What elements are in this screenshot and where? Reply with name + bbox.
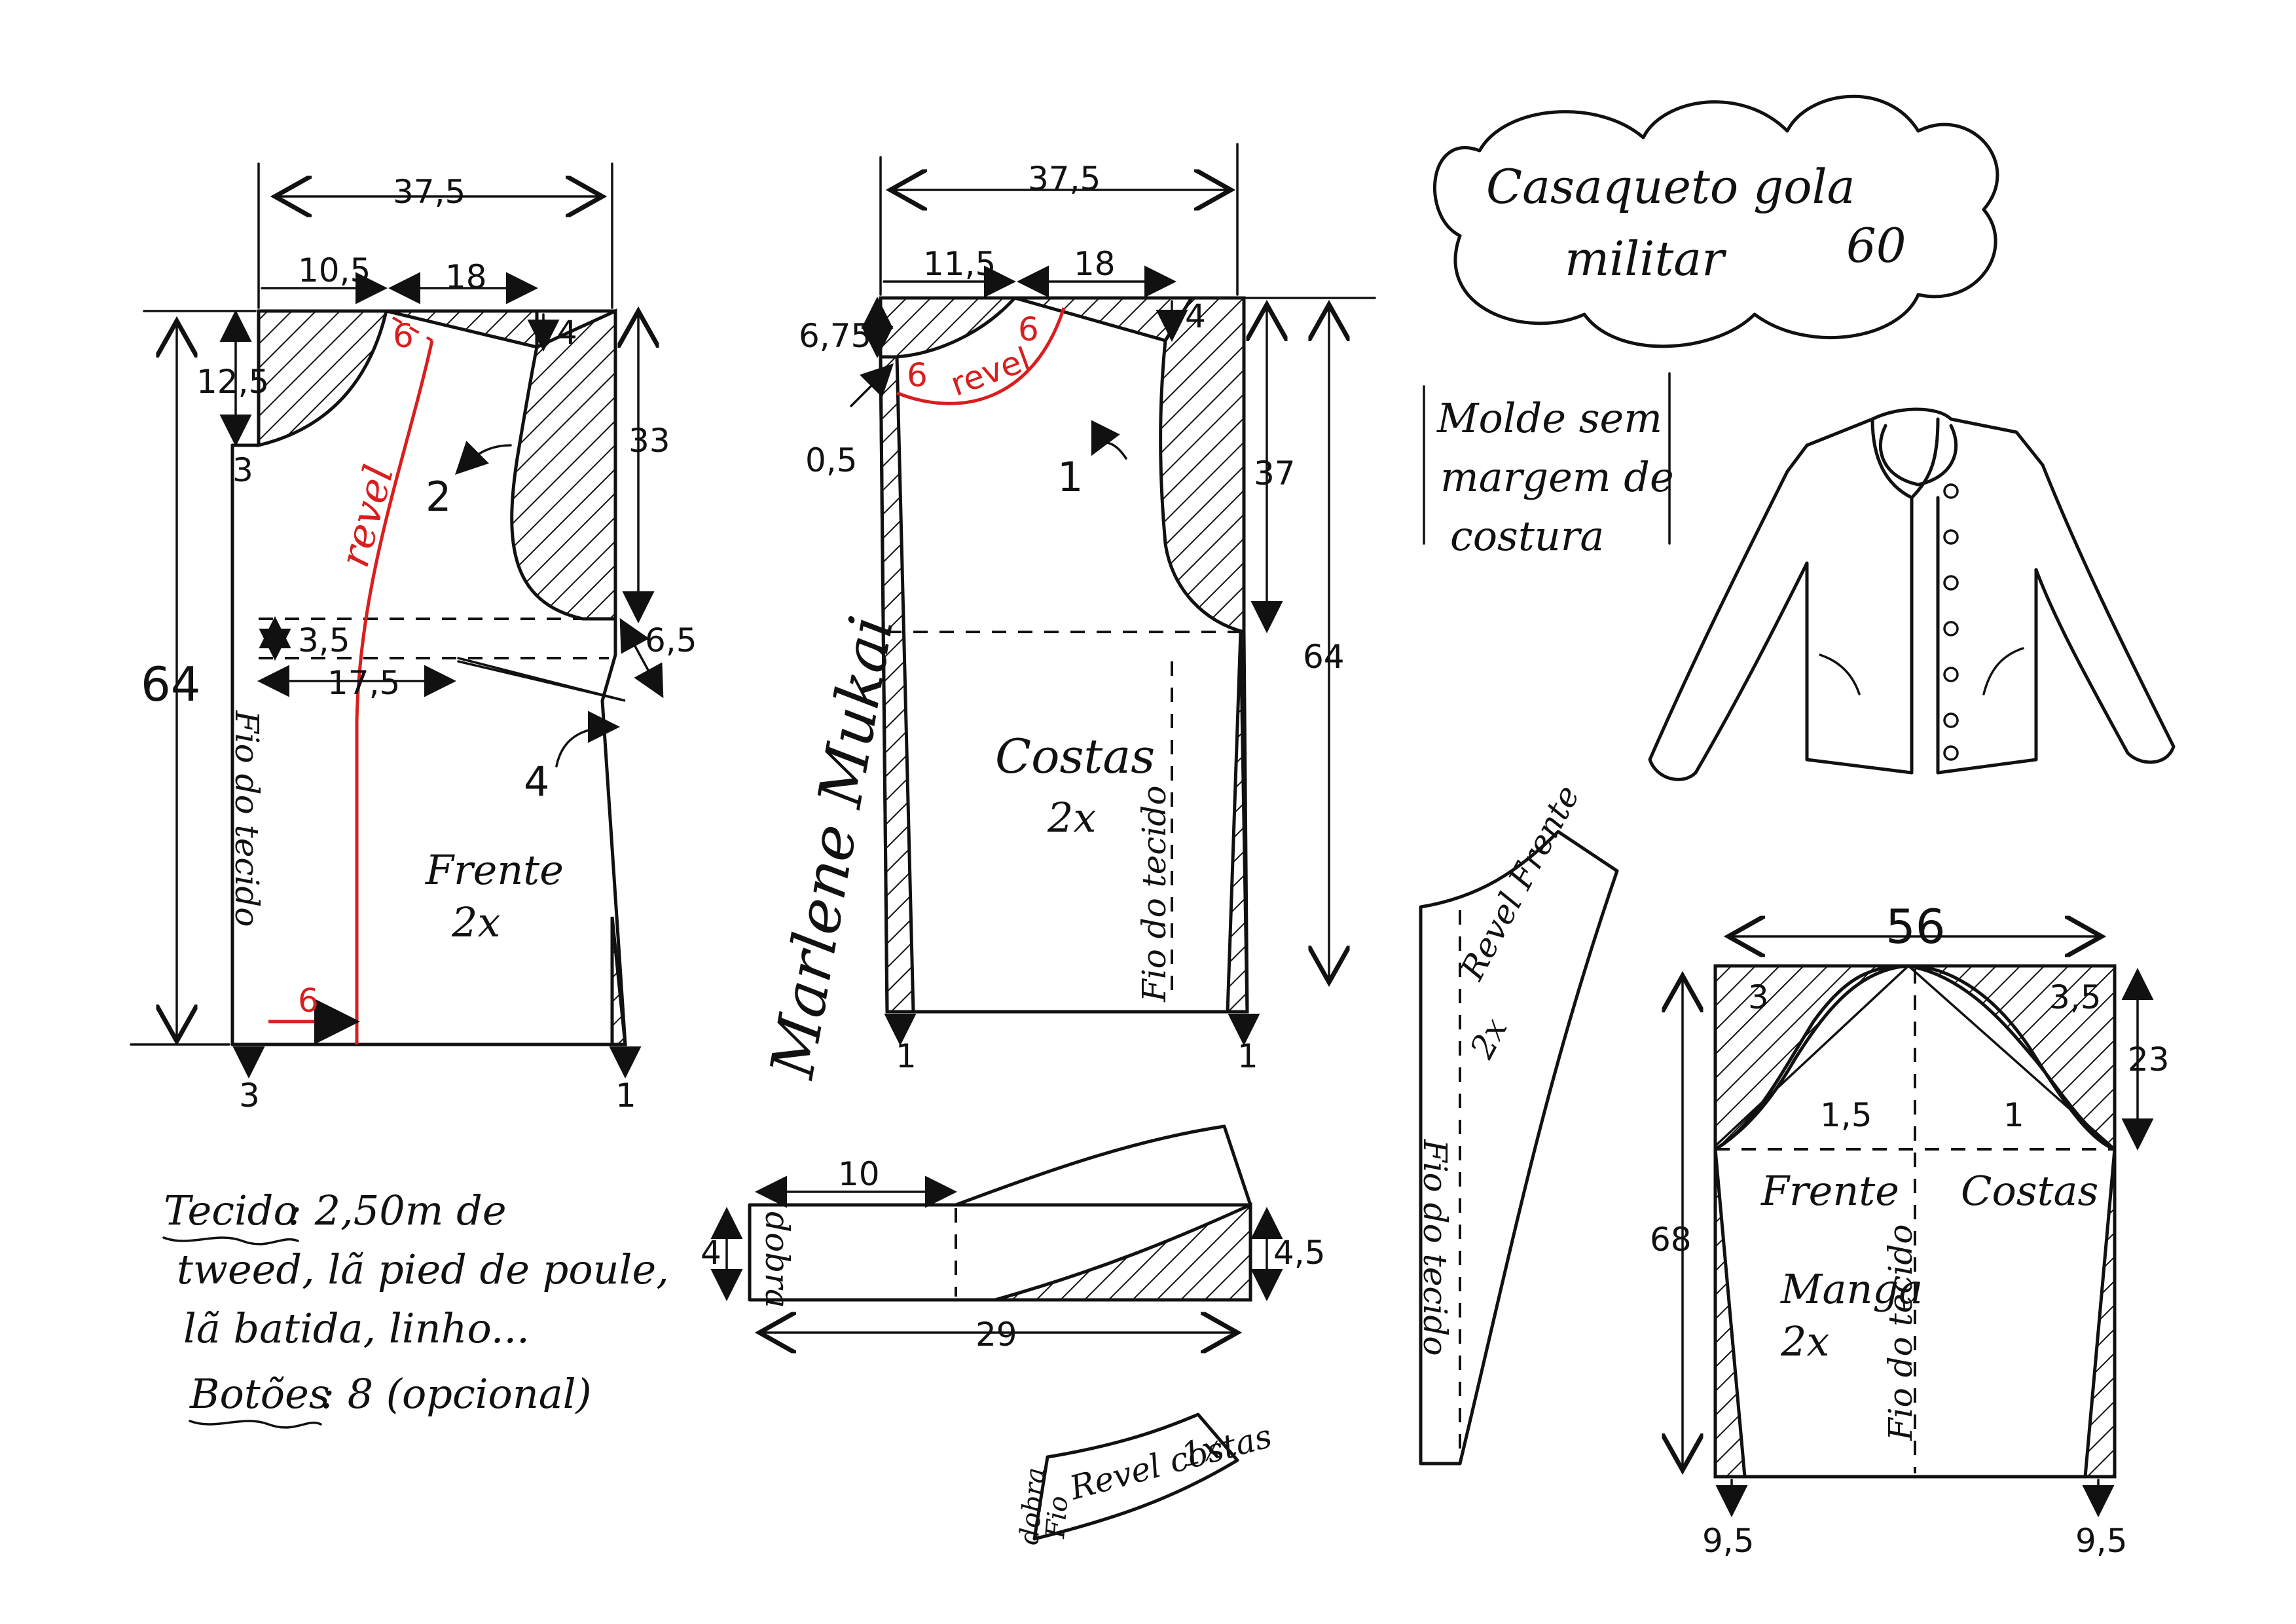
title-line1: Casaqueto gola (1486, 159, 1855, 214)
front-neck: 10,5 (298, 251, 371, 289)
front-facing-width: 6 (298, 982, 319, 1020)
collar-bottom: 29 (975, 1316, 1017, 1354)
front-shoulder: 18 (445, 258, 487, 296)
cloud-outline (1432, 94, 1999, 348)
front-facing-grain: Fio do tecido (1416, 1139, 1454, 1356)
sleeve-length: 68 (1650, 1221, 1692, 1259)
front-dart-pos: 17,5 (327, 664, 400, 702)
back-facing-piece: Revel costas 1x dobra Fio (1014, 1412, 1276, 1546)
back-armhole: 37 (1254, 454, 1296, 492)
back-neck-drop: 6,75 (799, 317, 871, 355)
sleeve-cap-height: 23 (2128, 1041, 2170, 1079)
back-facing-label: revel (945, 340, 1035, 403)
front-waist: 3,5 (298, 621, 350, 659)
buttons-text: : 8 (opcional) (321, 1370, 592, 1418)
fabric-text2: tweed, lã pied de poule, (177, 1246, 669, 1293)
sleeve-piece: 56 3 3,5 1,5 1 23 68 9,5 9,5 Frente Cost… (1650, 899, 2170, 1560)
back-grain: Fio do tecido (1135, 786, 1173, 1003)
fabric-text1: : 2,50m de (288, 1187, 507, 1234)
back-count: 2x (1047, 794, 1096, 841)
back-mark-1: 1 (1057, 453, 1083, 501)
title-cloud: Casaqueto gola militar 60 (1432, 94, 1999, 348)
seam-note: Molde sem margem de costura (1423, 372, 1674, 560)
front-piece: revel 6 6 37,5 10,5 18 12,5 4 33 64 3,5 … (130, 162, 697, 1115)
back-width: 37,5 (1028, 160, 1101, 198)
back-offset: 0,5 (805, 441, 858, 479)
front-shoulder-drop: 4 (556, 314, 577, 352)
title-line2: militar (1565, 231, 1726, 286)
fabric-label: Tecido (164, 1187, 298, 1234)
front-armhole: 33 (629, 422, 670, 460)
sleeve-name: Manga (1780, 1265, 1923, 1313)
title-size: 60 (1846, 218, 1906, 273)
front-facing-piece: Revel Frente 2x Fio do tecido (1416, 779, 1619, 1466)
front-width: 37,5 (393, 173, 465, 211)
front-mark-3: 3 (232, 451, 253, 489)
collar-fold: dobra (758, 1211, 796, 1308)
sleeve-grain: Fio do tecido (1882, 1225, 1920, 1441)
front-neck-drop: 12,5 (196, 363, 269, 401)
sleeve-cap-low-l: 1,5 (1820, 1096, 1872, 1134)
back-shoulder-drop: 4 (1185, 297, 1206, 335)
back-piece: revel 6 6 37,5 11,5 18 6,75 4 37 64 0,5 … (799, 143, 1376, 1075)
front-length: 64 (141, 657, 201, 712)
front-bottom-left: 3 (239, 1077, 260, 1115)
front-facing-top: 6 (393, 317, 414, 355)
collar-right: 4,5 (1273, 1234, 1326, 1272)
note-line1: Molde sem (1436, 394, 1662, 442)
front-dart-depth: 6,5 (645, 621, 697, 659)
note-line2: margem de (1440, 453, 1674, 501)
back-name: Costas (995, 729, 1155, 784)
front-bottom-right: 1 (615, 1077, 636, 1115)
front-mark-4: 4 (524, 758, 549, 805)
back-bottom-left: 1 (896, 1037, 917, 1075)
collar-piece: 10 4 dobra 29 4,5 (701, 1124, 1326, 1354)
back-facing-b: 6 (1018, 310, 1039, 348)
back-shoulder: 18 (1074, 245, 1116, 283)
collar-height: 4 (701, 1234, 721, 1272)
front-mark-2: 2 (426, 473, 451, 521)
back-neck: 11,5 (923, 245, 996, 283)
front-facing-count: 2x (1463, 1012, 1515, 1065)
sleeve-front: Frente (1760, 1167, 1899, 1215)
front-grain: Fio do tecido (228, 710, 266, 927)
sleeve-cap-left: 3 (1748, 978, 1769, 1016)
materials-note: Tecido : 2,50m de tweed, lã pied de poul… (162, 1187, 669, 1429)
note-line3: costura (1450, 512, 1604, 560)
back-length: 64 (1303, 638, 1345, 676)
back-facing-fold: dobra (1014, 1466, 1051, 1546)
fabric-text3: lã batida, linho... (183, 1304, 530, 1352)
collar-top: 10 (838, 1155, 880, 1193)
front-facing-label: revel (330, 460, 403, 572)
front-count: 2x (451, 898, 500, 946)
sleeve-count: 2x (1780, 1318, 1829, 1365)
back-facing-a: 6 (907, 356, 928, 394)
sleeve-width: 56 (1886, 899, 1946, 954)
sleeve-cap-right: 3,5 (2049, 978, 2102, 1016)
sleeve-cap-low-r: 1 (2003, 1096, 2024, 1134)
sleeve-hem-l: 9,5 (1702, 1522, 1755, 1560)
sleeve-hem-r: 9,5 (2075, 1522, 2128, 1560)
jacket-sketch (1648, 407, 2176, 781)
back-bottom-right: 1 (1237, 1037, 1258, 1075)
front-facing-name: Revel Frente (1453, 779, 1587, 987)
back-facing-grain: Fio (1040, 1494, 1074, 1540)
buttons-label: Botões (189, 1370, 330, 1418)
sleeve-back: Costas (1961, 1167, 2098, 1215)
front-name: Frente (425, 846, 564, 894)
